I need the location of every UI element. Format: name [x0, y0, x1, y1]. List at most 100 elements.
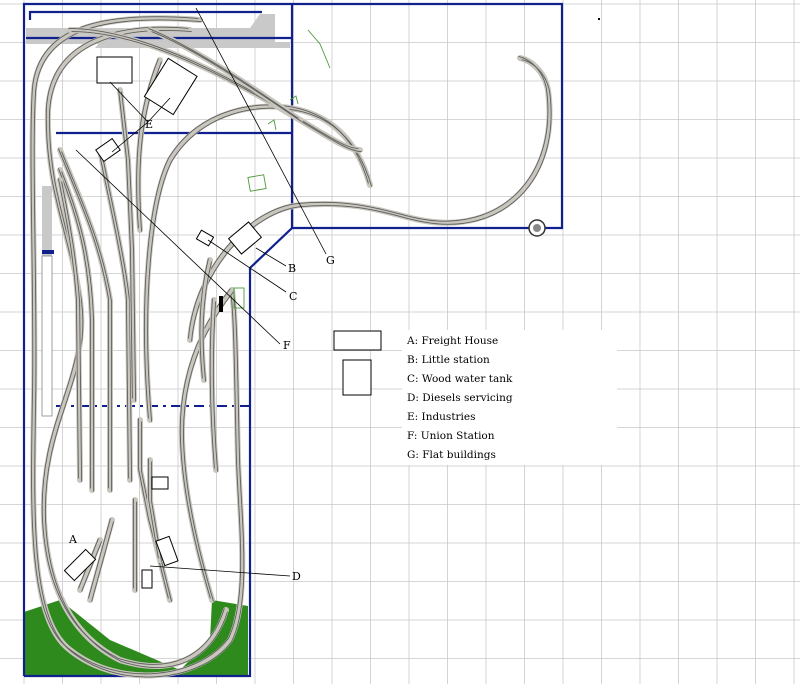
- leader-b: [255, 247, 287, 267]
- track-bed: [117, 87, 137, 403]
- track-rail: [136, 58, 159, 229]
- track-rail: [97, 148, 129, 479]
- track-segment: [57, 167, 95, 493]
- track-rail: [202, 261, 213, 382]
- legend-item-a: A: Freight House: [406, 335, 498, 347]
- wall-top-inner: [28, 10, 262, 20]
- label-f: F: [283, 339, 291, 352]
- buildings: [63, 56, 382, 589]
- dot: [598, 18, 600, 20]
- legend-item-c: C: Wood water tank: [407, 373, 513, 385]
- track-bed: [97, 147, 133, 483]
- leader-e-3: [111, 121, 149, 153]
- track-bed: [198, 257, 213, 383]
- legend-station-shape: [342, 359, 372, 396]
- track-rail: [61, 181, 83, 482]
- legend-item-b: B: Little station: [407, 354, 490, 366]
- track-rail: [57, 148, 109, 489]
- leader-lines: [75, 7, 327, 577]
- track-rail: [117, 88, 133, 399]
- label-b: B: [288, 262, 296, 275]
- track-rail: [121, 91, 137, 402]
- track-bed: [143, 103, 373, 423]
- track-segment: [29, 15, 246, 679]
- leader-e-1: [109, 81, 149, 123]
- track-segment: [87, 517, 115, 603]
- track-rail: [187, 55, 549, 339]
- track-rail: [45, 29, 229, 668]
- track-segment: [208, 297, 219, 473]
- track-bed: [87, 517, 115, 603]
- track-rail: [147, 107, 373, 422]
- track-rail: [183, 291, 234, 602]
- track-rail: [212, 301, 219, 472]
- legend-item-g: G: Flat buildings: [407, 449, 496, 461]
- track-bed: [57, 177, 83, 483]
- letter-labels: A B C D E F G: [68, 118, 335, 583]
- label-g: G: [326, 254, 335, 267]
- track-rail: [30, 16, 242, 675]
- label-a: A: [68, 533, 78, 546]
- track-bed: [135, 57, 163, 233]
- building-industry-small: [95, 137, 121, 163]
- track-segment: [40, 25, 229, 669]
- track-segment: [57, 177, 83, 483]
- building-d-small: [151, 476, 169, 490]
- track-rail: [57, 178, 79, 479]
- legend-background: [402, 330, 617, 465]
- legend-item-e: E: Industries: [407, 411, 476, 423]
- track-bed: [57, 167, 95, 493]
- track-segment: [97, 147, 133, 483]
- flat-buildings: [233, 29, 331, 309]
- label-c: C: [289, 290, 297, 303]
- signal: [219, 296, 223, 312]
- track-bed: [178, 287, 235, 603]
- building-b-little-station: [227, 221, 263, 255]
- track-segment: [187, 55, 553, 343]
- legend: A: Freight House B: Little station C: Wo…: [402, 330, 617, 465]
- track-rail: [61, 151, 113, 492]
- track-rail: [33, 19, 245, 678]
- track-rail: [87, 518, 111, 599]
- building-a-freight-house: [63, 548, 97, 582]
- track-bed: [29, 15, 246, 679]
- building-c-water-tank: [195, 229, 215, 247]
- leader-f: [75, 149, 281, 345]
- label-e: E: [145, 118, 153, 131]
- building-e-industry-2: [143, 57, 198, 116]
- track-bed: [147, 457, 163, 563]
- track-rail: [41, 26, 225, 665]
- track-rail: [61, 171, 95, 492]
- wall-outer-left: [22, 2, 294, 676]
- track-segment: [143, 103, 373, 423]
- track-segment: [57, 147, 113, 493]
- flat-building-1: [247, 174, 267, 192]
- leader-g: [195, 7, 327, 255]
- leader-d: [149, 565, 291, 577]
- track-rail: [81, 541, 103, 592]
- side-platform: [42, 186, 52, 256]
- track-segment: [132, 497, 138, 593]
- leader-e-2: [147, 97, 171, 123]
- flat-building-5: [267, 119, 277, 131]
- track-rail: [57, 168, 91, 489]
- track-bed: [208, 297, 219, 473]
- building-e-industry: [96, 56, 133, 84]
- track-network: [29, 15, 553, 679]
- track-rail: [101, 151, 133, 482]
- wall-top-right: [292, 2, 564, 230]
- track-segment: [198, 257, 213, 383]
- building-d-fuel: [141, 569, 153, 589]
- track-bed: [40, 25, 229, 669]
- side-platform-outline: [41, 255, 53, 417]
- legend-item-f: F: Union Station: [407, 430, 495, 442]
- track-rail: [91, 521, 115, 602]
- label-d: D: [292, 570, 301, 583]
- flat-building-2: [307, 29, 331, 69]
- flat-building-3: [233, 287, 245, 309]
- track-rail: [147, 458, 159, 559]
- track-rail: [209, 298, 215, 469]
- legend-freight-house-shape: [333, 330, 382, 351]
- track-rail: [199, 258, 209, 379]
- track-bed: [57, 147, 113, 493]
